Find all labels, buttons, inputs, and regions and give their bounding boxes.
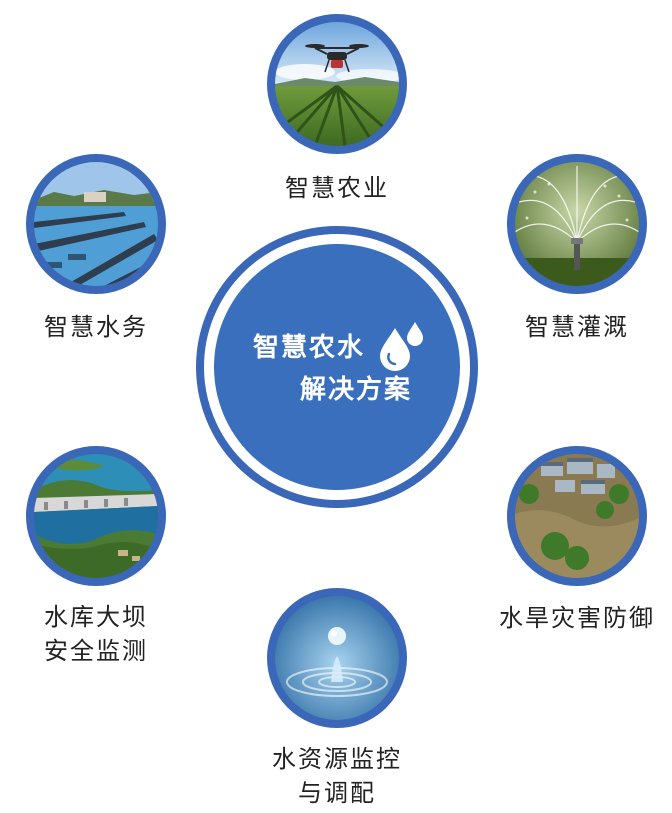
- center-hub: [214, 244, 460, 490]
- flooded-village-icon: [515, 454, 639, 578]
- sprinkler-spray-icon: [515, 162, 639, 286]
- node-irrigation: [507, 154, 647, 294]
- label-resources: 水资源监控 与调配: [272, 745, 402, 807]
- label-agriculture: 智慧农业: [285, 174, 389, 202]
- water-droplet-ripple-icon: [275, 596, 399, 720]
- water-treatment-basins-icon: [34, 162, 158, 286]
- center-title-line2: 解决方案: [300, 375, 413, 405]
- water-drops-icon: [376, 318, 426, 372]
- label-reservoir: 水库大坝 安全监测: [44, 603, 148, 665]
- center-title-line1: 智慧农水: [253, 333, 366, 363]
- node-reservoir: [26, 446, 166, 586]
- reservoir-dam-icon: [34, 454, 158, 578]
- node-agriculture: [267, 14, 407, 154]
- label-disaster: 水旱灾害防御: [499, 604, 655, 632]
- label-irrigation: 智慧灌溉: [525, 313, 629, 341]
- drone-over-crop-field-icon: [275, 22, 399, 146]
- label-water-affairs: 智慧水务: [44, 313, 148, 341]
- node-resources: [267, 588, 407, 728]
- node-disaster: [507, 446, 647, 586]
- node-water-affairs: [26, 154, 166, 294]
